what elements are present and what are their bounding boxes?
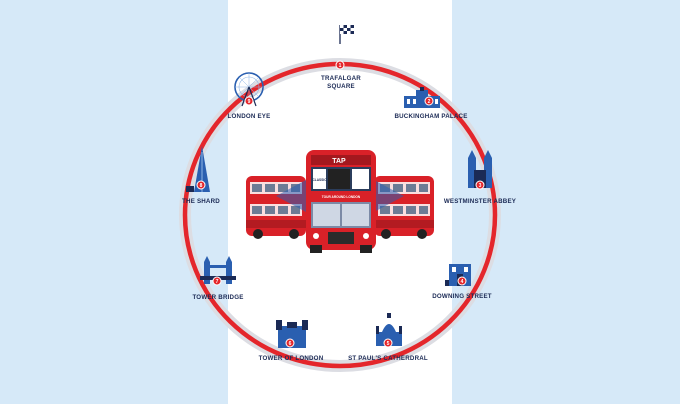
stop-5: 5 ST PAUL'S CATHERDRAL [348,313,428,362]
stop-4: 4 DOWNING STREET [432,264,492,300]
stop-number: 2 [428,99,431,105]
checkered-flag-icon [339,25,354,44]
stop-label: THE SHARD [182,198,220,205]
stop-number: 4 [461,279,464,285]
stop-9: 9 LONDON EYE [228,72,271,120]
bus-tagline: TOUR AROUND LONDON [322,195,361,199]
stop-label: BUCKINGHAM PALACE [394,113,467,120]
bus-brand: TAP [332,158,346,165]
stop-number: 8 [200,183,203,189]
stop-label: TOWER OF LONDON [259,355,324,362]
stop-label: DOWNING STREET [432,293,492,300]
stop-number: 1 [339,63,342,69]
bus-right [374,176,434,239]
stop-label-line2: SQUARE [327,83,355,90]
stop-8: 8 THE SHARD [182,146,220,205]
stop-label: LONDON EYE [228,113,271,120]
stop-3: 3 WESTMINSTER ABBEY [444,150,517,205]
bus-left [246,176,306,239]
bus-sign-left: CLASSIC [313,178,328,182]
stop-6: 6 TOWER OF LONDON [259,320,324,362]
stop-number: 6 [289,341,292,347]
stop-label-line1: TRAFALGAR [321,75,361,82]
stop-2: 2 BUCKINGHAM PALACE [394,87,467,120]
stop-1: 1 TRAFALGAR SQUARE [321,25,361,90]
stop-label: WESTMINSTER ABBEY [444,198,517,205]
stop-label: TOWER BRIDGE [192,294,243,301]
stop-number: 3 [479,183,482,189]
stop-number: 5 [387,341,390,347]
stop-number: 9 [248,99,251,105]
stop-7: 7 TOWER BRIDGE [192,256,243,301]
stop-label: ST PAUL'S CATHERDRAL [348,355,428,362]
stop-number: 7 [216,279,219,285]
tower-of-london-icon [276,320,308,348]
bus-front: TAP CLASSIC TOUR AROUND LONDON [306,150,376,253]
